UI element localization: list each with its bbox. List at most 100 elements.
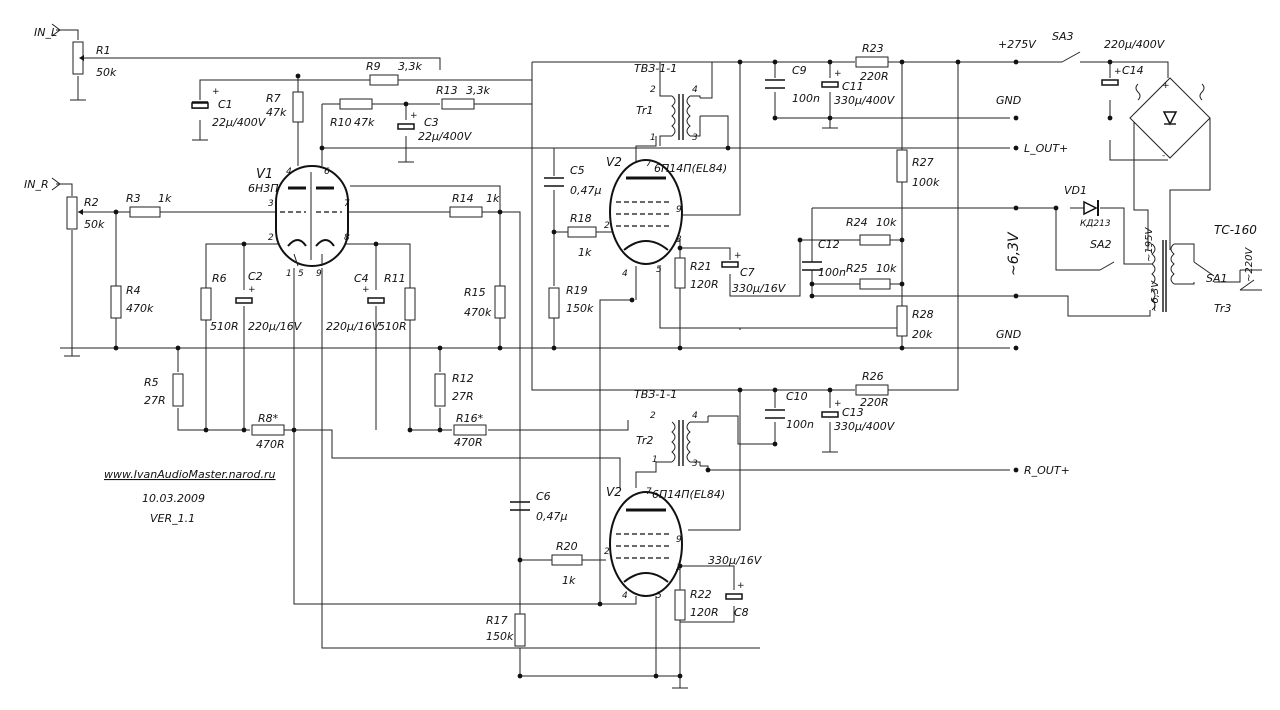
- r1-ref: R1: [96, 44, 111, 57]
- resistor-r2: [66, 196, 78, 230]
- resistor-r7: [292, 91, 304, 123]
- capacitor-c2: [235, 297, 253, 304]
- r17-ref: R17: [486, 614, 508, 627]
- r4-ref: R4: [126, 284, 141, 297]
- svg-text:2: 2: [604, 221, 610, 231]
- input-right-label: IN_R: [24, 178, 49, 191]
- c7-value: 330µ/16V: [732, 282, 787, 295]
- svg-text:+: +: [1114, 67, 1122, 77]
- svg-text:+: +: [212, 87, 220, 97]
- sa3-label: SA3: [1052, 30, 1074, 43]
- capacitor-c5: [544, 177, 564, 187]
- r9-value: 3,3k: [398, 60, 422, 73]
- capacitor-c8: [725, 593, 743, 600]
- wiring: [56, 29, 1262, 689]
- v1-type: 6Н3П: [248, 182, 279, 195]
- r10-value: 47k: [354, 116, 375, 129]
- capacitor-c6: [510, 501, 530, 511]
- sa2-label: SA2: [1090, 238, 1112, 251]
- resistor-r25: [859, 278, 891, 290]
- resistor-r11: [404, 287, 416, 321]
- r25-value: 10k: [876, 262, 897, 275]
- c5-value: 0,47µ: [570, 184, 602, 197]
- version-label: VER_1.1: [150, 512, 195, 525]
- tube-v2-bottom: [609, 491, 683, 597]
- c8-ref: C8: [734, 606, 749, 619]
- r23-value: 220R: [860, 70, 889, 83]
- resistor-r26: [855, 384, 889, 396]
- r15-value: 470k: [464, 306, 492, 319]
- c3-ref: C3: [424, 116, 439, 129]
- c11-value: 330µ/400V: [834, 94, 896, 107]
- capacitor-c10: [765, 409, 785, 419]
- r21-ref: R21: [690, 260, 712, 273]
- resistor-r27: [896, 149, 908, 183]
- switch-sa2[interactable]: [1099, 261, 1115, 271]
- resistor-r16: [453, 424, 487, 436]
- c3-value: 22µ/400V: [418, 130, 473, 143]
- svg-text:3: 3: [692, 133, 698, 143]
- gnd-label-top: GND: [996, 94, 1021, 107]
- svg-text:+: +: [737, 581, 745, 591]
- resistor-r24: [859, 234, 891, 246]
- r24-value: 10k: [876, 216, 897, 229]
- resistor-r28: [896, 305, 908, 337]
- svg-text:4: 4: [692, 411, 698, 421]
- c4-value: 220µ/16V: [326, 320, 381, 333]
- c9-value: 100n: [792, 92, 820, 105]
- r28-value: 20k: [912, 328, 933, 341]
- switch-sa1[interactable]: [1239, 279, 1255, 291]
- bridge-plus-mark: +: [1162, 81, 1170, 91]
- svg-text:1: 1: [652, 455, 658, 465]
- output-left-label: L_OUT+: [1024, 142, 1068, 155]
- capacitor-c14: [1101, 79, 1119, 86]
- capacitor-c13: [821, 411, 839, 418]
- ground-symbols: [70, 99, 838, 689]
- r8-value: 470R: [256, 438, 285, 451]
- r24-ref: R24: [846, 216, 868, 229]
- sa1-label: SA1: [1206, 272, 1228, 285]
- svg-text:6: 6: [324, 167, 330, 177]
- svg-text:8: 8: [344, 233, 350, 243]
- c2-ref: C2: [248, 270, 263, 283]
- svg-text:3: 3: [692, 459, 698, 469]
- r19-value: 150k: [566, 302, 594, 315]
- tr3-220v-label: ~220V: [1244, 247, 1255, 282]
- resistors: [66, 41, 908, 647]
- svg-text:2: 2: [650, 85, 656, 95]
- svg-text:5: 5: [298, 269, 304, 279]
- tr2-type: ТВЗ-1-1: [634, 388, 677, 401]
- r10-ref: R10: [330, 116, 352, 129]
- resistor-r8: [251, 424, 285, 436]
- resistor-r13: [441, 98, 475, 110]
- capacitor-c12: [802, 261, 822, 271]
- bridge-rectifier: [1129, 77, 1211, 159]
- svg-text:2: 2: [268, 233, 274, 243]
- c6-value: 0,47µ: [536, 510, 568, 523]
- c11-ref: C11: [842, 80, 864, 93]
- svg-text:2: 2: [604, 547, 610, 557]
- switch-sa3[interactable]: [1061, 51, 1081, 63]
- svg-text:4: 4: [622, 269, 628, 279]
- input-left-label: IN_L: [34, 26, 57, 39]
- r15-ref: R15: [464, 286, 486, 299]
- resistor-r6: [200, 287, 212, 321]
- r13-ref: R13: [436, 84, 458, 97]
- r26-value: 220R: [860, 396, 889, 409]
- c1-ref: C1: [218, 98, 233, 111]
- r14-ref: R14: [452, 192, 474, 205]
- c1-value: 22µ/400V: [212, 116, 267, 129]
- svg-text:9: 9: [676, 205, 682, 215]
- r3-value: 1k: [158, 192, 172, 205]
- capacitor-polarity-marks: ++ ++ ++ ++ +: [212, 67, 1122, 591]
- capacitor-c4: [367, 297, 385, 304]
- c14-value: 220µ/400V: [1104, 38, 1166, 51]
- c9-ref: C9: [792, 64, 807, 77]
- c8-value: 330µ/16V: [708, 554, 763, 567]
- r6-ref: R6: [212, 272, 227, 285]
- svg-text:2: 2: [650, 411, 656, 421]
- r9-ref: R9: [366, 60, 381, 73]
- svg-text:7: 7: [344, 199, 350, 209]
- c7-ref: C7: [740, 266, 755, 279]
- vd1-type: КД213: [1080, 219, 1111, 229]
